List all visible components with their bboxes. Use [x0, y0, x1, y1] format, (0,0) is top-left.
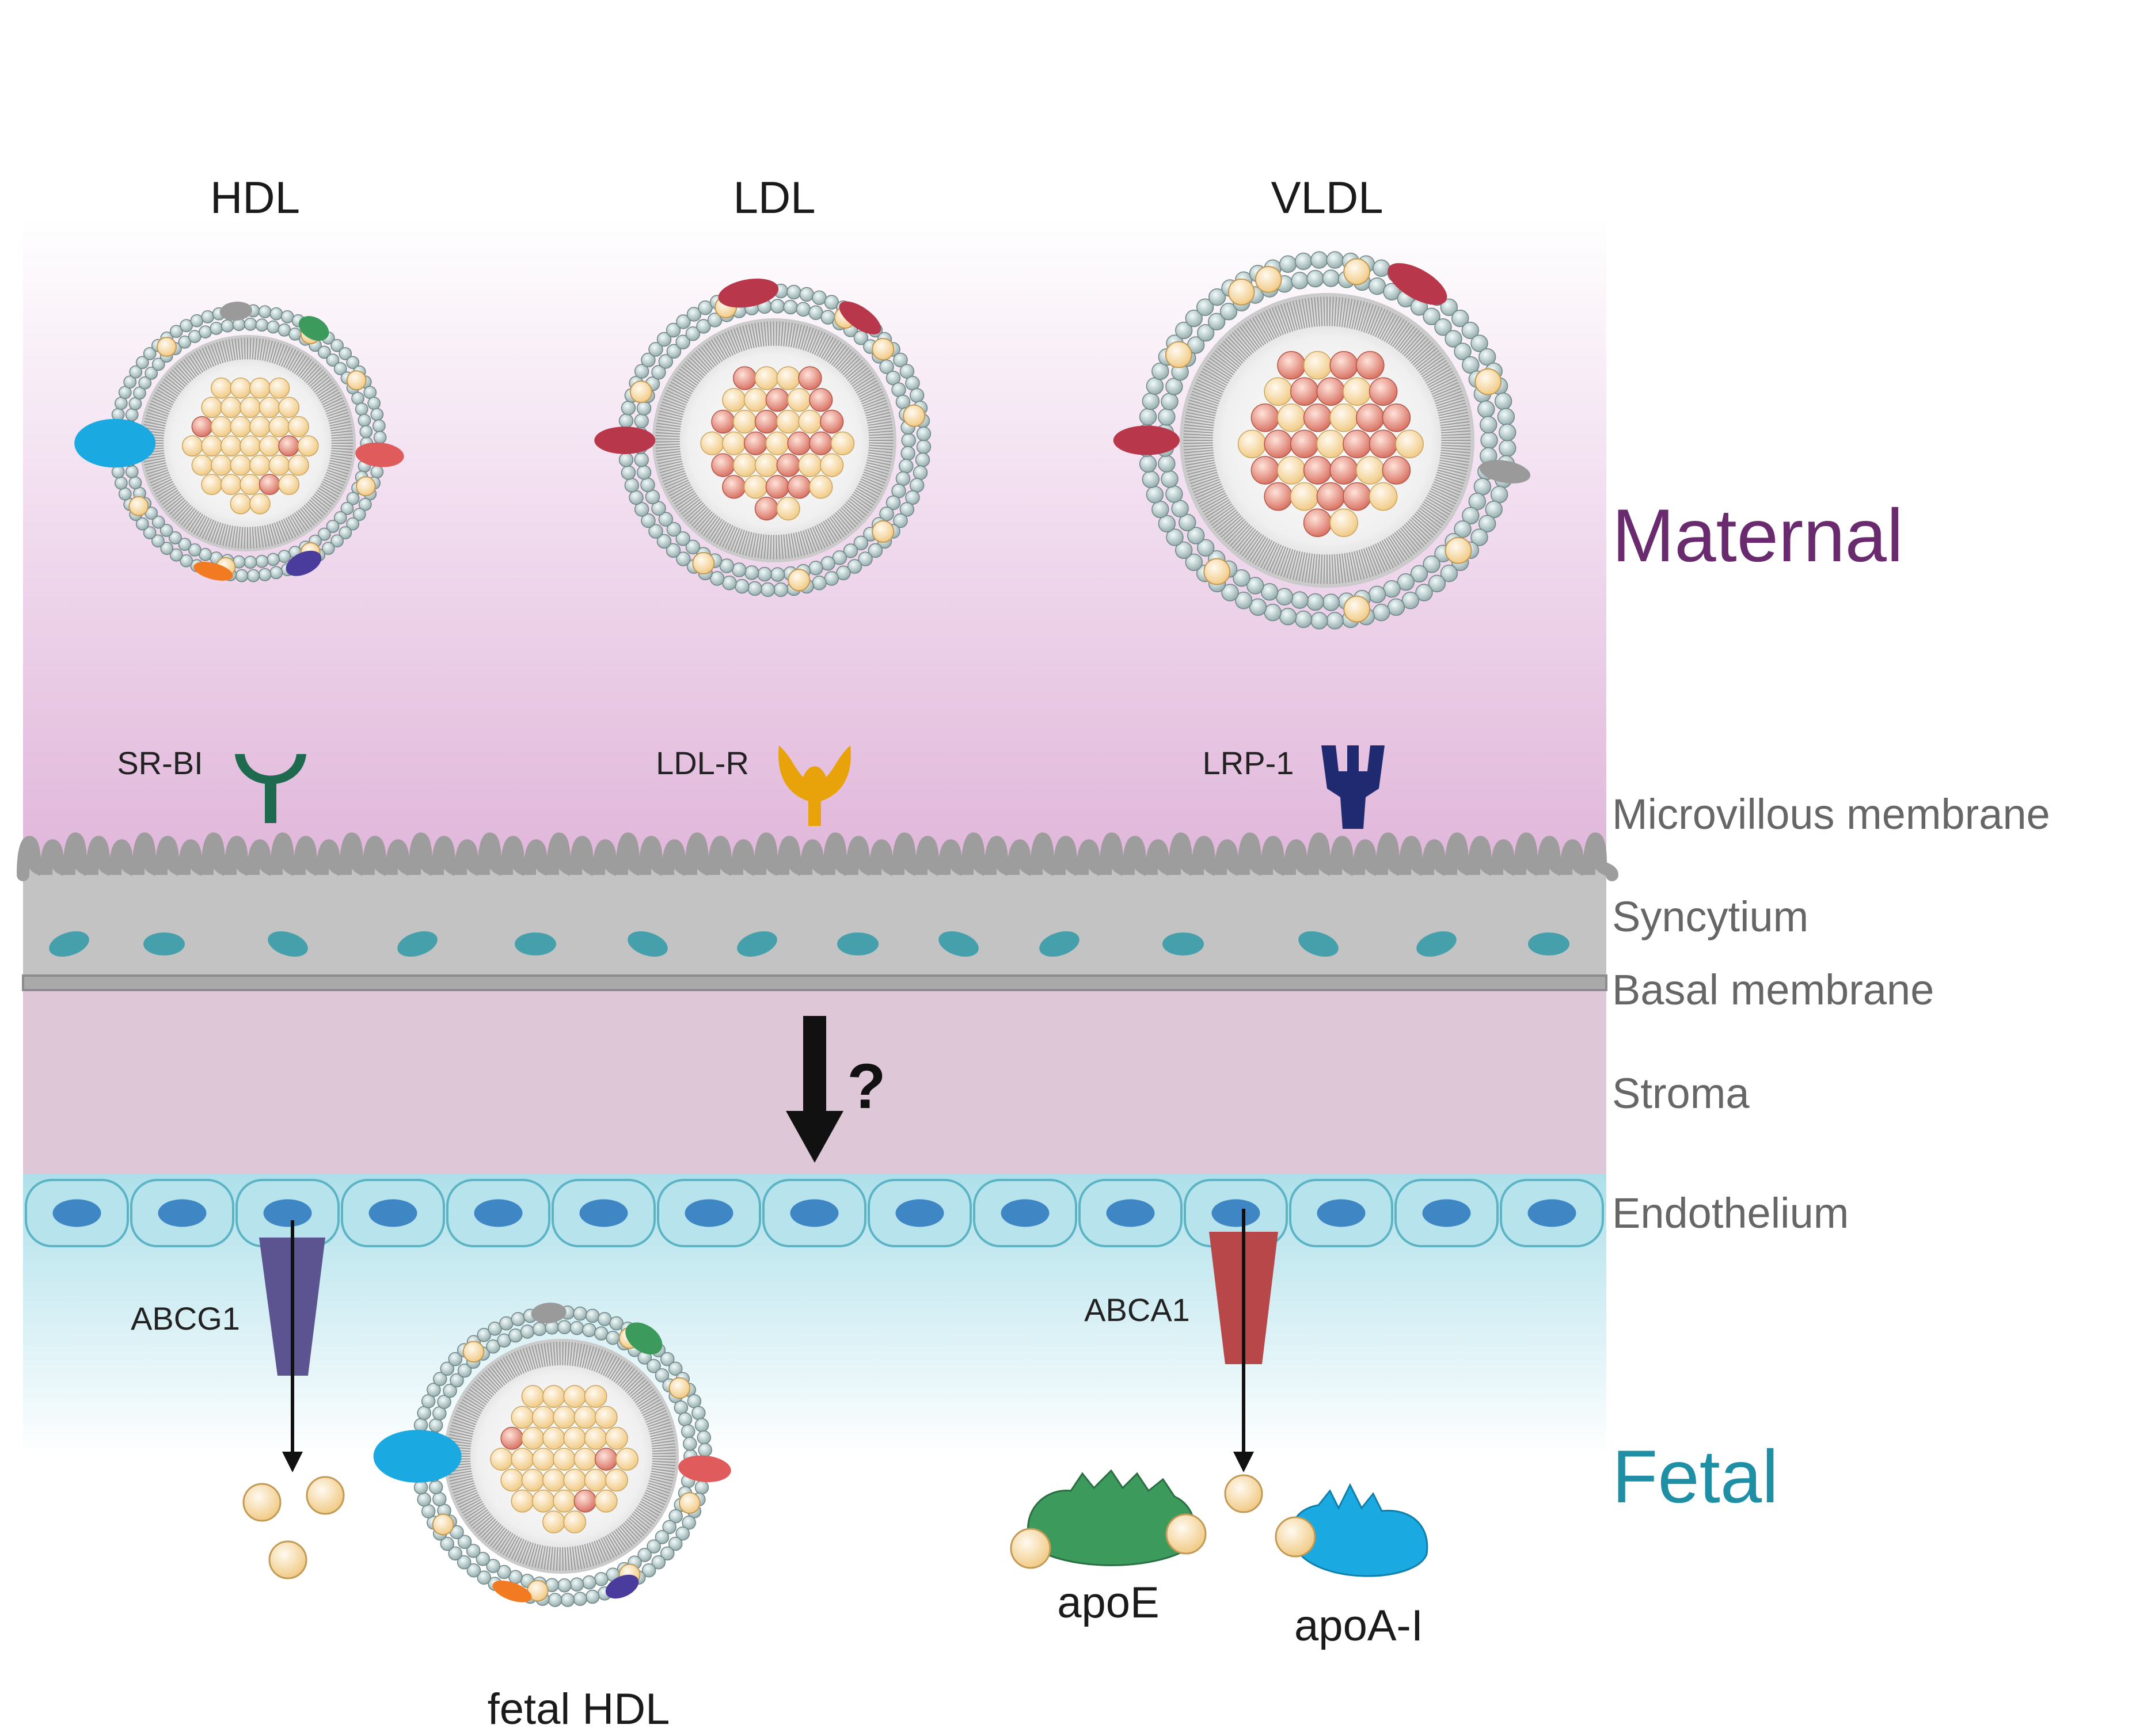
syncytium-layer: [23, 869, 1606, 976]
endothelium-cells: [26, 1180, 1603, 1246]
efflux-lipids-left: [244, 1477, 344, 1578]
hdl-label: HDL: [210, 172, 300, 223]
syncytium-label: Syncytium: [1612, 893, 1808, 941]
ldl-label: LDL: [733, 172, 815, 223]
vldl-label: VLDL: [1271, 172, 1383, 223]
apoai-protein: [1276, 1485, 1427, 1576]
basal-label: Basal membrane: [1612, 966, 1934, 1014]
maternal-label: Maternal: [1612, 493, 1903, 577]
apoe-protein: [1011, 1471, 1206, 1568]
endothelium-label: Endothelium: [1612, 1189, 1849, 1237]
basal-membrane: [23, 976, 1606, 990]
efflux-lipid-right: [1225, 1475, 1262, 1512]
abcg1-label: ABCG1: [131, 1300, 240, 1337]
srbi-label: SR-BI: [117, 745, 203, 781]
stroma-label: Stroma: [1612, 1069, 1750, 1117]
apoai-label: apoA-I: [1294, 1601, 1423, 1650]
fetal-label: Fetal: [1612, 1434, 1778, 1518]
ldlr-label: LDL-R: [656, 745, 749, 781]
fetal-hdl-label: fetal HDL: [488, 1685, 670, 1733]
lrp1-label: LRP-1: [1203, 745, 1294, 781]
unknown-pathway-label: ?: [847, 1051, 885, 1122]
abca1-label: ABCA1: [1084, 1292, 1190, 1328]
microvillous-label: Microvillous membrane: [1612, 790, 2050, 838]
apoe-label: apoE: [1057, 1578, 1160, 1627]
